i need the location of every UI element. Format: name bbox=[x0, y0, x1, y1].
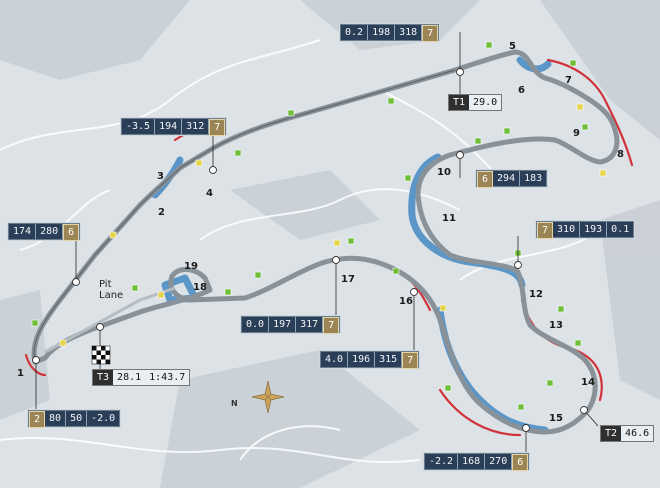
sector-key: T3 bbox=[93, 370, 114, 385]
checkered-flag-icon bbox=[91, 345, 111, 365]
sector-time-t2: T2 46.6 bbox=[600, 425, 655, 442]
turn-label-14: 14 bbox=[581, 377, 595, 388]
telemetry-box-t12: 7 310 193 0.1 bbox=[536, 221, 635, 239]
telemetry-value: 194 bbox=[155, 119, 183, 134]
turn-label-11: 11 bbox=[442, 213, 456, 224]
turn-label-16: 16 bbox=[399, 296, 413, 307]
gear-badge: 7 bbox=[537, 222, 554, 239]
gear-badge: 6 bbox=[512, 454, 529, 471]
telemetry-box-t5: 0.2 198 318 7 bbox=[340, 24, 440, 42]
turn-label-12: 12 bbox=[529, 289, 543, 300]
telemetry-value: -2.2 bbox=[425, 454, 459, 469]
telemetry-value: 280 bbox=[36, 224, 64, 239]
turn-label-7: 7 bbox=[565, 75, 572, 86]
telemetry-value: 198 bbox=[368, 25, 396, 40]
track-surface bbox=[31, 49, 620, 435]
telemetry-value: 168 bbox=[458, 454, 486, 469]
telemetry-value: -3.5 bbox=[122, 119, 156, 134]
roads bbox=[0, 39, 601, 464]
telemetry-value: 4.0 bbox=[321, 352, 349, 367]
gear-badge: 6 bbox=[477, 171, 494, 188]
compass-north-label: N bbox=[231, 399, 238, 408]
sector-value: 28.1 bbox=[113, 370, 146, 385]
telemetry-box-t17: 0.0 197 317 7 bbox=[241, 316, 341, 334]
gear-badge: 7 bbox=[323, 317, 340, 334]
telemetry-nodes bbox=[32, 68, 588, 432]
turn-label-17: 17 bbox=[341, 274, 355, 285]
telemetry-box-t15: -2.2 168 270 6 bbox=[424, 453, 530, 471]
turn-label-6: 6 bbox=[518, 85, 525, 96]
telemetry-value: 0.1 bbox=[611, 224, 630, 235]
telemetry-value: -2.0 bbox=[91, 413, 116, 424]
telemetry-value: 315 bbox=[375, 352, 403, 367]
sector-time-t1: T1 29.0 bbox=[448, 94, 503, 111]
telemetry-box-t4: -3.5 194 312 7 bbox=[121, 118, 227, 136]
sector-key: T1 bbox=[449, 95, 470, 110]
turn-label-9: 9 bbox=[573, 128, 580, 139]
gear-badge: 7 bbox=[209, 119, 226, 136]
sector-value: 29.0 bbox=[469, 95, 502, 110]
telemetry-value: 196 bbox=[348, 352, 376, 367]
compass-rose-icon bbox=[251, 380, 285, 414]
turn-label-15: 15 bbox=[549, 413, 563, 424]
turn-label-10: 10 bbox=[437, 167, 451, 178]
telemetry-value: 312 bbox=[182, 119, 210, 134]
telemetry-value: 310 bbox=[553, 222, 581, 237]
gear-badge: 2 bbox=[29, 411, 46, 428]
leader-lines bbox=[35, 32, 599, 455]
telemetry-value: 197 bbox=[269, 317, 297, 332]
sector-key: T2 bbox=[601, 426, 622, 441]
telemetry-value: 270 bbox=[485, 454, 513, 469]
marker-flags bbox=[31, 41, 607, 411]
sector-time-t3: T3 28.1 1:43.7 bbox=[92, 369, 191, 386]
sector-value: 46.6 bbox=[621, 426, 654, 441]
pit-lane-label: Pit Lane bbox=[99, 279, 123, 301]
telemetry-value: 318 bbox=[395, 25, 423, 40]
turn-label-13: 13 bbox=[549, 320, 563, 331]
telemetry-box-t16: 4.0 196 315 7 bbox=[320, 351, 420, 369]
telemetry-box-t1: 2 80 50 -2.0 bbox=[28, 410, 121, 428]
pit-label-line2: Lane bbox=[99, 290, 124, 301]
turn-label-19: 19 bbox=[184, 261, 198, 272]
turn-label-8: 8 bbox=[617, 149, 624, 160]
telemetry-value: 50 bbox=[66, 411, 88, 426]
telemetry-value: 183 bbox=[524, 173, 543, 184]
gear-badge: 6 bbox=[63, 224, 80, 241]
gear-badge: 7 bbox=[402, 352, 419, 369]
turn-label-5: 5 bbox=[509, 41, 516, 52]
pit-label-line1: Pit bbox=[99, 279, 112, 290]
telemetry-value: 174 bbox=[9, 224, 37, 239]
telemetry-value: 317 bbox=[296, 317, 324, 332]
telemetry-value: 294 bbox=[493, 171, 521, 186]
telemetry-value: 193 bbox=[580, 222, 608, 237]
turn-label-2: 2 bbox=[158, 207, 165, 218]
telemetry-value: 0.0 bbox=[242, 317, 270, 332]
telemetry-box-pit-straight: 174 280 6 bbox=[8, 223, 81, 241]
turn-label-3: 3 bbox=[157, 171, 164, 182]
telemetry-box-t10: 6 294 183 bbox=[476, 170, 548, 188]
turn-label-1: 1 bbox=[17, 368, 24, 379]
turn-label-4: 4 bbox=[206, 188, 213, 199]
turn-label-18: 18 bbox=[193, 282, 207, 293]
telemetry-value: 0.2 bbox=[341, 25, 369, 40]
lap-time-value: 1:43.7 bbox=[145, 370, 190, 385]
telemetry-value: 80 bbox=[45, 411, 67, 426]
track-centerline bbox=[33, 69, 456, 363]
gear-badge: 7 bbox=[422, 25, 439, 42]
